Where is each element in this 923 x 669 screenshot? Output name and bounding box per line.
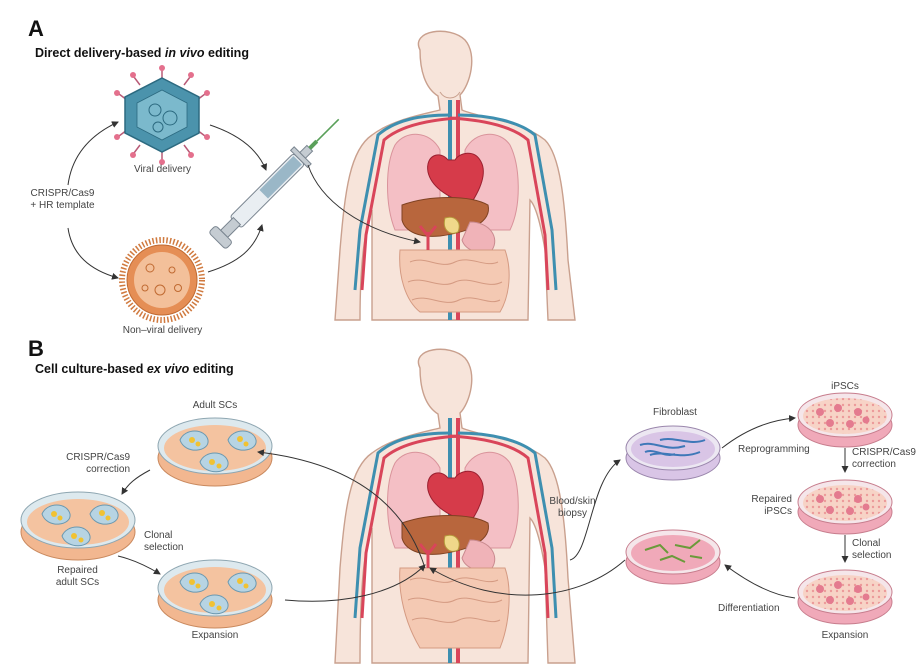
arrow-body-to-fibroblast bbox=[569, 459, 621, 561]
arrow-viral-to-syringe bbox=[209, 124, 268, 171]
syringe bbox=[209, 118, 340, 249]
virus-particle bbox=[114, 65, 210, 165]
crispr-hr-label: CRISPR/Cas9+ HR template bbox=[30, 188, 95, 211]
expansion-right-label: Expansion bbox=[821, 630, 869, 641]
panel-letter-a: A bbox=[28, 16, 44, 41]
viral-delivery-label: Viral delivery bbox=[133, 164, 192, 175]
panel-letter-b: B bbox=[28, 336, 44, 361]
arrow-adult-to-repaired bbox=[121, 469, 151, 495]
nanoparticle bbox=[119, 237, 205, 323]
reprogramming-label: Reprogramming bbox=[738, 444, 810, 455]
dish-differentiated bbox=[625, 529, 721, 585]
differentiation-label: Differentiation bbox=[718, 603, 780, 614]
expansion-left-label: Expansion bbox=[191, 630, 239, 641]
fibroblast-label: Fibroblast bbox=[653, 407, 697, 418]
arrow-fibroblast-to-ipscs bbox=[721, 414, 796, 449]
panel-b-title: Cell culture-based ex vivo editing bbox=[35, 362, 234, 376]
body-illustration-b bbox=[334, 348, 576, 664]
arrow-nonviral-to-syringe bbox=[207, 224, 264, 273]
dish-expansion-ipscs bbox=[797, 569, 893, 625]
dish-fibroblast bbox=[625, 425, 721, 481]
arrow-expansion-to-differentiated bbox=[724, 564, 796, 599]
dish-repaired-adult-scs bbox=[20, 491, 136, 561]
arrow-to-nonviral bbox=[67, 227, 119, 280]
dish-expansion-left bbox=[157, 559, 273, 629]
dish-adult-scs bbox=[157, 417, 273, 487]
nonviral-delivery-label: Non–viral delivery bbox=[122, 325, 203, 336]
arrow-differentiated-to-body bbox=[429, 559, 626, 596]
arrow-body-to-adult-scs bbox=[257, 449, 426, 569]
arrow-expansion-to-body bbox=[284, 564, 426, 602]
panel-a-title: Direct delivery-based in vivo editing bbox=[35, 46, 249, 60]
ipscs-label: iPSCs bbox=[831, 381, 859, 392]
body-illustration-a bbox=[334, 30, 576, 321]
adult-scs-label: Adult SCs bbox=[192, 400, 238, 411]
arrow-to-viral bbox=[67, 121, 119, 186]
arrow-syringe-to-liver bbox=[307, 164, 421, 245]
dish-ipscs bbox=[797, 392, 893, 448]
dish-repaired-ipscs bbox=[797, 479, 893, 535]
arrow-repaired-to-expansion bbox=[117, 555, 161, 575]
